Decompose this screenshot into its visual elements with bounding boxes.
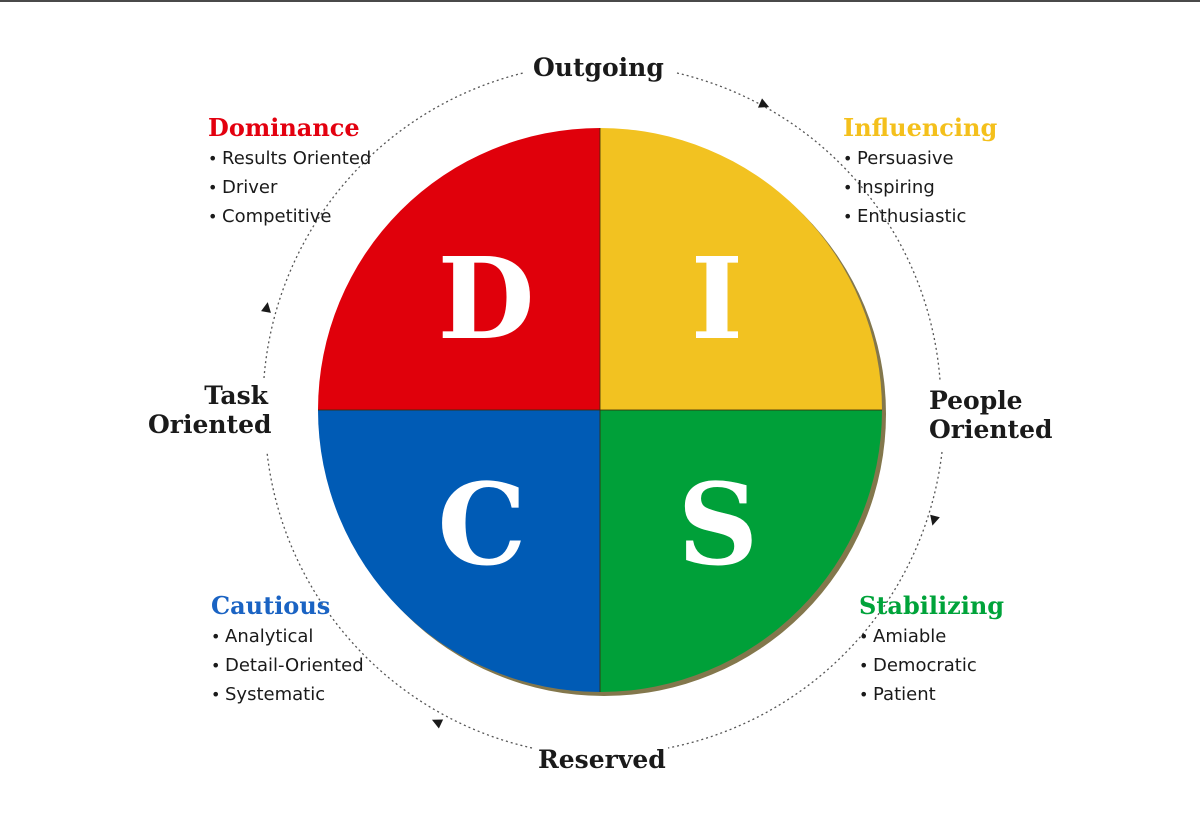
trait-item: Inspiring [843, 173, 997, 202]
trait-item: Patient [859, 680, 1004, 709]
trait-title-influencing: Influencing [843, 113, 998, 142]
quadrant-c [318, 410, 600, 692]
axis-label-bottom: Reserved [538, 745, 666, 774]
quadrant-letter-d: D [437, 234, 534, 365]
trait-item: Persuasive [843, 144, 997, 173]
trait-title-stabilizing: Stabilizing [859, 591, 1005, 620]
trait-item: Results Oriented [208, 144, 371, 173]
axis-label-right-line-1: People [929, 386, 1023, 415]
trait-list-dominance: Results Oriented Driver Competitive [208, 144, 371, 231]
axis-label-right-line-2: Oriented [929, 415, 1053, 444]
disc [318, 128, 882, 692]
cycle-arc-top-left [263, 72, 524, 379]
trait-item: Competitive [208, 202, 371, 231]
arrowhead-bottom-left [431, 719, 444, 729]
quadrant-i [600, 128, 882, 410]
quadrant-letter-i: I [691, 234, 743, 365]
top-border-line [0, 0, 1200, 2]
trait-list-stabilizing: Amiable Democratic Patient [859, 622, 1004, 709]
trait-item: Systematic [211, 680, 364, 709]
axis-label-left-line-1: Task [204, 381, 268, 410]
axis-label-left-line-2: Oriented [148, 410, 272, 439]
arrowhead-right [930, 514, 940, 526]
cycle-arc-bottom-right [667, 451, 943, 749]
trait-title-cautious: Cautious [211, 591, 331, 620]
trait-title-dominance: Dominance [208, 113, 360, 142]
trait-block-influencing: Influencing Persuasive Inspiring Enthusi… [843, 113, 997, 231]
trait-list-influencing: Persuasive Inspiring Enthusiastic [843, 144, 997, 231]
trait-item: Democratic [859, 651, 1004, 680]
arrowhead-top-right [757, 98, 770, 108]
trait-item: Detail-Oriented [211, 651, 364, 680]
quadrant-letter-c: C [437, 460, 526, 591]
axis-label-top: Outgoing [533, 53, 664, 82]
trait-block-cautious: Cautious Analytical Detail-Oriented Syst… [211, 591, 364, 709]
quadrant-d [318, 128, 600, 410]
trait-block-stabilizing: Stabilizing Amiable Democratic Patient [859, 591, 1004, 709]
quadrant-s [600, 410, 882, 692]
trait-list-cautious: Analytical Detail-Oriented Systematic [211, 622, 364, 709]
axis-label-left: Task Oriented [148, 381, 272, 439]
trait-block-dominance: Dominance Results Oriented Driver Compet… [208, 113, 371, 231]
quadrant-letter-s: S [678, 460, 759, 591]
trait-item: Driver [208, 173, 371, 202]
arrowhead-left [261, 302, 271, 313]
axis-label-right: People Oriented [929, 386, 1052, 444]
cycle-arrows [261, 98, 940, 729]
trait-item: Analytical [211, 622, 364, 651]
trait-item: Enthusiastic [843, 202, 997, 231]
trait-item: Amiable [859, 622, 1004, 651]
